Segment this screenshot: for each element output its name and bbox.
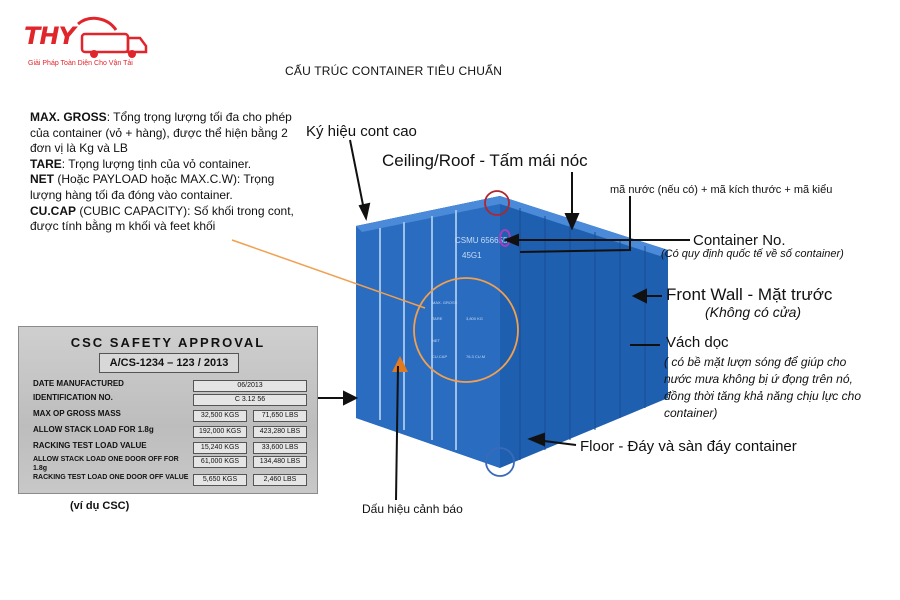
csc-row: IDENTIFICATION NO. C 3.12 56 [33, 393, 315, 407]
term-cucap: CU.CAP [30, 203, 77, 218]
panel-line-cucap: CU.CAP [432, 354, 447, 359]
csc-value-kgs: 32,500 KGS [193, 410, 247, 422]
term-tare: TARE [30, 156, 62, 171]
text-tare: : Trọng lượng tịnh của vỏ container. [61, 156, 252, 171]
csc-row-label: MAX OP GROSS MASS [33, 409, 121, 418]
container-roof-edge [356, 196, 668, 256]
csc-row: MAX OP GROSS MASS 32,500 KGS 71,650 LBS [33, 409, 315, 423]
label-high-cube: Ký hiệu cont cao [306, 123, 417, 140]
text-net: (Hoặc PAYLOAD hoặc MAX.C.W): Trọng lượng… [30, 172, 275, 202]
csc-value-lbs: 134,480 LBS [253, 456, 307, 468]
term-max-gross: MAX. GROSS [30, 110, 107, 124]
label-container-no-note: (Có quy định quốc tế về số container) [661, 248, 844, 260]
label-codes: mã nước (nếu có) + mã kích thước + mã ki… [610, 184, 833, 196]
container-door-bars [379, 210, 457, 450]
csc-value: 06/2013 [193, 380, 307, 392]
def-cucap: CU.CAP (CUBIC CAPACITY): Số khối trong c… [30, 204, 300, 235]
label-side-wall: Vách dọc [666, 334, 729, 351]
label-front-wall-note: (Không có cửa) [705, 304, 802, 320]
leader-definitions-to-panel [231, 239, 426, 309]
csc-value-lbs: 423,280 LBS [253, 426, 307, 438]
container-side-corrugation [519, 208, 646, 460]
label-ceiling-roof: Ceiling/Roof - Tấm mái nóc [382, 151, 588, 170]
csc-value-lbs: 33,600 LBS [253, 442, 307, 454]
panel-line-max-gross: MAX. GROSS [432, 300, 458, 305]
csc-title: CSC SAFETY APPROVAL [70, 335, 266, 350]
data-panel-highlight [413, 277, 519, 383]
csc-value: C 3.12 56 [193, 394, 307, 406]
brand-logo: THY Giải Pháp Toàn Diện Cho Vận Tải [20, 14, 155, 74]
annotation-arrows [318, 139, 690, 501]
def-net: NET (Hoặc PAYLOAD hoặc MAX.C.W): Trọng l… [30, 172, 300, 203]
logo-wordmark: THY [24, 22, 76, 50]
container-door-face [356, 196, 500, 468]
csc-value-kgs: 5,650 KGS [193, 474, 247, 486]
csc-code: A/CS-1234 – 123 / 2013 [99, 353, 239, 373]
label-warning: Dấu hiệu cảnh báo [362, 502, 463, 516]
truck-logo-icon [77, 16, 148, 58]
label-front-wall: Front Wall - Mặt trước [666, 285, 833, 304]
page-title: CẤU TRÚC CONTAINER TIÊU CHUẨN [285, 64, 503, 78]
def-tare: TARE: Trọng lượng tịnh của vỏ container. [30, 157, 300, 173]
label-floor: Floor - Đáy và sàn đáy container [580, 438, 797, 455]
csc-row-label: ALLOW STACK LOAD ONE DOOR OFF FOR 1.8g [33, 456, 179, 472]
panel-value-cucap: 76.3 CU.M [466, 354, 485, 359]
panel-line-net: NET [432, 338, 441, 343]
text-max-gross: : Tổng trọng lượng tối đa cho phép của c… [30, 110, 292, 156]
csc-value-kgs: 192,000 KGS [193, 426, 247, 438]
csc-row-label: IDENTIFICATION NO. [33, 393, 113, 402]
container-owner-code: CSMU 656655 [455, 236, 508, 245]
csc-value-lbs: 71,650 LBS [253, 410, 307, 422]
logo-tagline: Giải Pháp Toàn Diện Cho Vận Tải [28, 60, 133, 67]
csc-row: RACKING TEST LOAD VALUE 15,240 KGS 33,600 … [33, 441, 315, 455]
csc-row-label: RACKING TEST LOAD ONE DOOR OFF VALUE [33, 474, 189, 481]
csc-row: ALLOW STACK LOAD ONE DOOR OFF FOR 1.8g 61… [33, 455, 315, 472]
warning-triangle-icon [392, 356, 408, 372]
csc-value-lbs: 2,460 LBS [253, 474, 307, 486]
csc-row-label: RACKING TEST LOAD VALUE [33, 441, 147, 450]
csc-caption: (ví dụ CSC) [70, 500, 130, 512]
csc-row-label: DATE MANUFACTURED [33, 379, 124, 388]
def-max-gross: MAX. GROSS: Tổng trọng lượng tối đa cho … [30, 110, 300, 157]
csc-row: RACKING TEST LOAD ONE DOOR OFF VALUE 5,65… [33, 473, 315, 487]
definitions-block: MAX. GROSS: Tổng trọng lượng tối đa cho … [30, 110, 300, 235]
floor-corner-marker [485, 447, 515, 477]
container-size-type: 45G1 [462, 251, 482, 260]
csc-row: ALLOW STACK LOAD FOR 1.8g 192,000 KGS 423,… [33, 425, 315, 439]
csc-value-kgs: 15,240 KGS [193, 442, 247, 454]
roof-corner-marker [484, 190, 510, 216]
text-cucap: (CUBIC CAPACITY): Số khối trong cont, đư… [30, 203, 294, 234]
csc-value-kgs: 61,000 KGS [193, 456, 247, 468]
csc-plate: CSC SAFETY APPROVAL A/CS-1234 – 123 / 20… [18, 326, 318, 494]
label-container-no: Container No. [693, 232, 786, 249]
container-data-panel: MAX. GROSS TARE NET CU.CAP 3,800 KG 76.3… [432, 300, 485, 359]
panel-line-tare: TARE [432, 316, 443, 321]
csc-row: DATE MANUFACTURED 06/2013 [33, 379, 315, 393]
panel-value-tare: 3,800 KG [466, 316, 483, 321]
csc-row-label: ALLOW STACK LOAD FOR 1.8g [33, 425, 154, 434]
term-net: NET [30, 172, 54, 187]
label-side-wall-note: ( có bề mặt lượn sóng để giúp cho nước m… [664, 355, 861, 420]
